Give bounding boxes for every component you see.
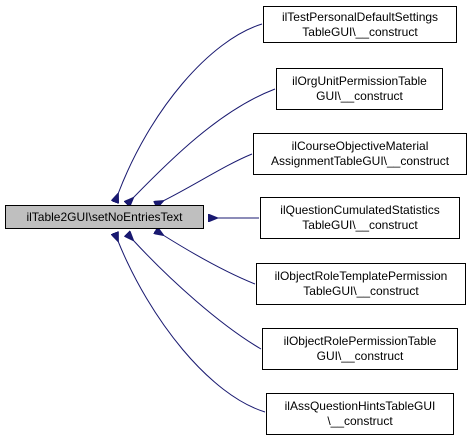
edge-course-objective-material [163, 153, 253, 201]
caller-node-ass-question-hints-table[interactable]: ilAssQuestionHintsTableGUI \__construct [266, 393, 454, 435]
edge-object-role-permission-table [133, 240, 262, 350]
caller-node-label-line2: GUI\__construct [316, 89, 403, 103]
caller-node-label-line2: TableGUI\__construct [303, 284, 419, 298]
caller-node-label-line2: AssignmentTableGUI\__construct [270, 154, 450, 168]
caller-node-org-unit-permission-table[interactable]: ilOrgUnitPermissionTable GUI\__construct [276, 68, 443, 110]
edge-org-unit-permission-table [133, 88, 276, 198]
caller-node-label-line1: ilObjectRolePermissionTable [283, 334, 437, 348]
focus-node-set-no-entries-text: ilTable2GUI\setNoEntriesText [5, 205, 204, 229]
caller-node-question-cumulated-statistics[interactable]: ilQuestionCumulatedStatistics TableGUI\_… [260, 197, 460, 239]
caller-node-label-line1: ilOrgUnitPermissionTable [292, 74, 427, 88]
caller-node-object-role-permission-table[interactable]: ilObjectRolePermissionTable GUI\__constr… [262, 328, 458, 370]
caller-node-course-objective-material[interactable]: ilCourseObjectiveMaterial AssignmentTabl… [253, 133, 467, 175]
caller-node-label-line2: \__construct [327, 414, 393, 428]
caller-node-label-line2: TableGUI\__construct [302, 218, 418, 232]
caller-node-label-line1: ilTestPersonalDefaultSettings [281, 9, 439, 24]
caller-node-object-role-template-permission[interactable]: ilObjectRoleTemplatePermission TableGUI\… [256, 263, 466, 305]
caller-node-label-line1: ilQuestionCumulatedStatistics [280, 203, 440, 217]
caller-node-label-line2: TableGUI\__construct [302, 24, 418, 39]
caller-node-label-line1: ilCourseObjectiveMaterial [291, 139, 429, 153]
caller-node-label-line2: GUI\__construct [316, 349, 404, 363]
edge-object-role-template-permission [163, 235, 256, 285]
caller-node-label-line1: ilObjectRoleTemplatePermission [274, 269, 448, 283]
focus-node-label: ilTable2GUI\setNoEntriesText [26, 209, 183, 224]
edge-ass-question-hints-table [118, 241, 266, 413]
edge-test-personal-default-settings [118, 23, 263, 194]
caller-node-label-line1: ilAssQuestionHintsTableGUI [284, 399, 436, 413]
caller-node-test-personal-default-settings[interactable]: ilTestPersonalDefaultSettings TableGUI\_… [263, 6, 457, 43]
